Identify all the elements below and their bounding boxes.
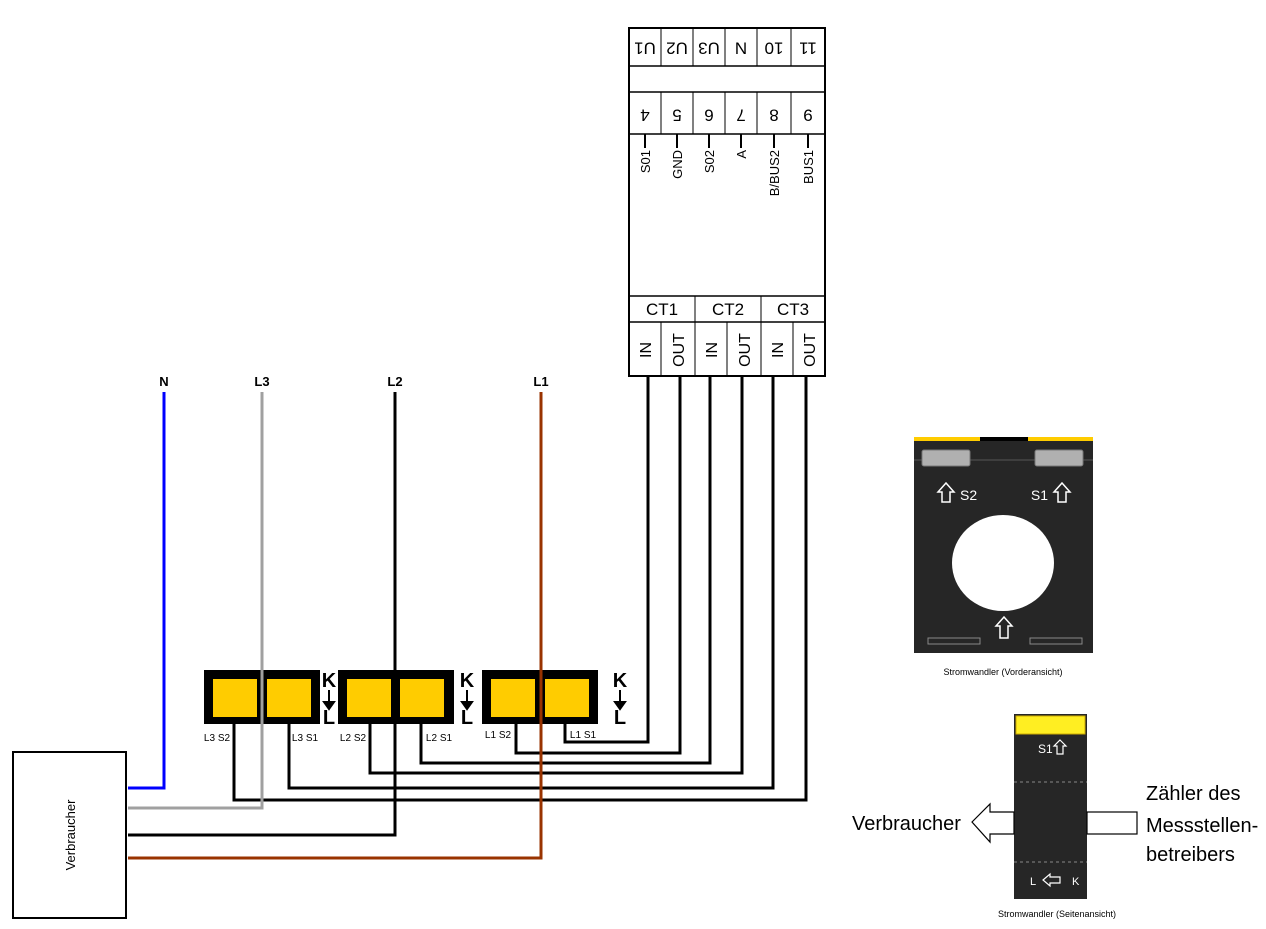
front-view-caption: Stromwandler (Vorderansicht) — [943, 667, 1062, 677]
terminal-u3: U3 — [698, 39, 720, 58]
label-l3-s1: L3 S1 — [292, 733, 319, 744]
label-l1-s2: L1 S2 — [485, 730, 512, 741]
wire-n — [128, 392, 166, 790]
ct-front-view: S2 S1 Stromwandler (Vorderansicht) — [914, 437, 1093, 677]
ct1-in: IN — [638, 342, 655, 358]
ct3-in: IN — [770, 342, 787, 358]
ct1-out: OUT — [671, 333, 688, 367]
terminal-4: 4 — [640, 106, 649, 125]
signal-label-s01: S01 — [638, 150, 653, 173]
side-right-label-line2: Messstellen- — [1146, 815, 1258, 837]
up-arrow-icon — [1052, 481, 1072, 503]
l-label-l2: L — [461, 707, 473, 729]
ct1-label: CT1 — [646, 300, 678, 319]
consumer-label: Verbraucher — [63, 799, 78, 870]
ct-signal-wires — [232, 376, 808, 802]
terminal-7: 7 — [736, 106, 745, 125]
terminal-10: 10 — [765, 39, 784, 58]
k-label-l1: K — [613, 670, 628, 692]
terminal-u1: U1 — [634, 39, 656, 58]
wire-label-l1: L1 — [533, 374, 548, 389]
ct2-label: CT2 — [712, 300, 744, 319]
side-s1-label: S1 — [1038, 742, 1053, 756]
front-s2-label: S2 — [960, 487, 977, 503]
left-arrow-icon — [1042, 872, 1061, 888]
phase-wires — [128, 392, 543, 860]
ct3-out: OUT — [802, 333, 819, 367]
label-l2-s2: L2 S2 — [340, 733, 367, 744]
signal-label-a: A — [734, 150, 749, 159]
k-label-l3: K — [322, 670, 337, 692]
ct-side-view: S1 L K Verbraucher Zähler des Messstelle… — [852, 714, 1258, 919]
terminal-n: N — [735, 39, 747, 58]
terminal-5: 5 — [672, 106, 681, 125]
signal-label-s02: S02 — [702, 150, 717, 173]
label-l1-s1: L1 S1 — [570, 730, 597, 741]
consumer-box: Verbraucher — [12, 751, 127, 919]
wire-l2 — [128, 392, 397, 837]
l-label-l1: L — [614, 707, 626, 729]
signal-label-bus1: BUS1 — [801, 150, 816, 184]
terminal-9: 9 — [803, 106, 812, 125]
kl-markers: K L K L K L — [322, 670, 628, 729]
terminal-6: 6 — [704, 106, 713, 125]
side-left-label: Verbraucher — [852, 813, 961, 835]
wire-l3 — [128, 392, 264, 810]
front-s1-label: S1 — [1031, 487, 1048, 503]
terminal-11: 11 — [799, 39, 817, 58]
l-label-l3: L — [323, 707, 335, 729]
terminal-u2: U2 — [666, 39, 688, 58]
label-l3-s2: L3 S2 — [204, 733, 231, 744]
up-arrow-icon — [994, 615, 1014, 639]
energy-meter: U1 U2 U3 N 10 11 4 5 6 7 8 9 S01 GN — [628, 27, 826, 377]
wire-label-l3: L3 — [254, 374, 269, 389]
wire-label-n: N — [159, 374, 168, 389]
ct2-out: OUT — [737, 333, 754, 367]
k-label-l2: K — [460, 670, 475, 692]
up-arrow-icon — [936, 481, 956, 503]
left-arrow-icon — [971, 802, 1015, 844]
signal-label-gnd: GND — [670, 150, 685, 179]
current-transformer-l3 — [204, 670, 320, 724]
side-view-caption: Stromwandler (Seitenansicht) — [998, 909, 1116, 919]
ct3-label: CT3 — [777, 300, 809, 319]
side-k-label: K — [1072, 876, 1080, 888]
side-right-label-line1: Zähler des — [1146, 783, 1241, 805]
terminal-8: 8 — [769, 106, 778, 125]
wire-label-l2: L2 — [387, 374, 402, 389]
up-arrow-icon — [1052, 739, 1068, 755]
label-l2-s1: L2 S1 — [426, 733, 453, 744]
side-l-label: L — [1030, 876, 1036, 888]
ct2-in: IN — [704, 342, 721, 358]
side-right-label-line3: betreibers — [1146, 844, 1235, 866]
signal-label-bbus2: B/BUS2 — [767, 150, 782, 196]
down-arrow-icons — [322, 690, 627, 711]
wire-l1 — [128, 392, 543, 860]
